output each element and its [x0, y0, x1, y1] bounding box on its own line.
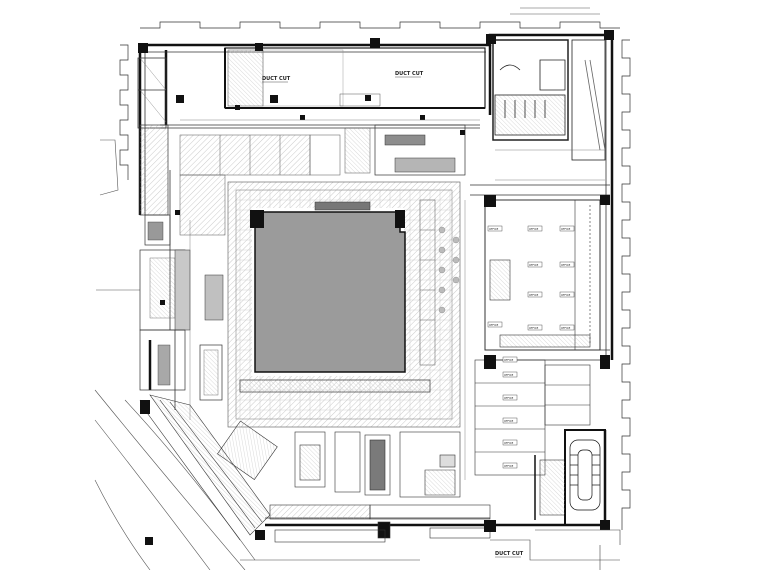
office-label: OFFICE: [529, 326, 539, 330]
duct-cut-label: DUCT CUT: [495, 551, 524, 557]
duct-cut-label: DUCT CUT: [262, 76, 291, 82]
office-label: OFFICE: [561, 263, 571, 267]
office-label: OFFICE: [489, 323, 499, 327]
office-label: OFFICE: [561, 227, 571, 231]
northeast-core: [492, 39, 606, 161]
west-zone: [139, 124, 341, 401]
office-label: OFFICE: [504, 464, 514, 468]
office-label: OFFICE: [561, 326, 571, 330]
office-label-group: OFFICE OFFICE OFFICE OFFICE OFFICE OFFIC…: [487, 225, 575, 469]
office-label: OFFICE: [529, 227, 539, 231]
southeast-stair-core: [534, 429, 606, 526]
east-office-zone: [474, 199, 601, 476]
office-label: OFFICE: [504, 441, 514, 445]
office-label: OFFICE: [504, 396, 514, 400]
office-label: OFFICE: [504, 358, 514, 362]
south-exterior-lines: [240, 529, 621, 570]
south-zone: [217, 420, 491, 543]
office-label: OFFICE: [504, 419, 514, 423]
duct-cut-labels: DUCT CUT DUCT CUT DUCT CUT: [262, 71, 524, 558]
duct-cut-label: DUCT CUT: [395, 71, 424, 77]
office-label: OFFICE: [504, 373, 514, 377]
dimension-lines: [180, 119, 605, 480]
office-label: OFFICE: [529, 293, 539, 297]
north-zone: [137, 47, 486, 176]
perimeter-serration: [119, 21, 631, 530]
structural-columns: [138, 30, 614, 545]
site-context-lines: [94, 7, 600, 570]
central-atrium: [227, 181, 461, 428]
office-label: OFFICE: [489, 227, 499, 231]
office-label: OFFICE: [561, 293, 571, 297]
office-label: OFFICE: [529, 263, 539, 267]
